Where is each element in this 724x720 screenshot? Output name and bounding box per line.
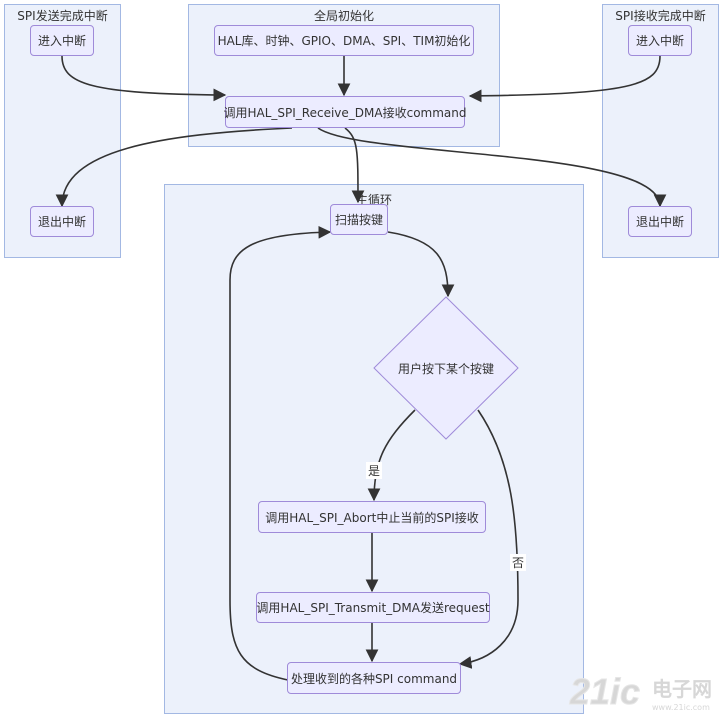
node-abort-spi: 调用HAL_SPI_Abort中止当前的SPI接收: [258, 501, 486, 533]
node-tx-enter-interrupt: 进入中断: [30, 25, 94, 56]
node-scan-keys: 扫描按键: [330, 204, 388, 235]
edge-rx-enter-to-receive: [468, 55, 661, 103]
watermark-21ic-logo: 21ic 电子网 www.21ic.com: [569, 671, 713, 713]
node-init-hal: HAL库、时钟、GPIO、DMA、SPI、TIM初始化: [214, 25, 474, 56]
edge-process-loop-back-to-scan: [229, 225, 332, 681]
node-decision-diamond: [373, 296, 519, 440]
cluster-title-spi-tx: SPI发送完成中断: [17, 9, 108, 23]
edge-label-no: 否: [510, 554, 527, 571]
edge-decision-no-to-process: [458, 409, 519, 669]
node-decision-label: 用户按下某个按键: [397, 362, 494, 376]
edge-label-yes: 是: [366, 462, 383, 479]
node-tx-exit-interrupt: 退出中断: [30, 206, 94, 237]
node-rx-exit-interrupt: 退出中断: [628, 206, 692, 237]
node-process-command: 处理收到的各种SPI command: [287, 662, 461, 694]
cluster-title-loop: 主循环: [355, 193, 392, 207]
svg-text:21ic: 21ic: [569, 671, 640, 712]
svg-text:电子网: 电子网: [652, 677, 712, 701]
edge-receive-to-scan: [344, 127, 365, 204]
node-rx-enter-interrupt: 进入中断: [628, 25, 692, 56]
edge-receive-to-rx-exit: [317, 127, 667, 208]
node-receive-dma: 调用HAL_SPI_Receive_DMA接收command: [224, 96, 467, 128]
edge-scan-to-decision: [387, 231, 455, 298]
edge-decision-yes-to-abort: [367, 409, 416, 502]
edge-receive-to-tx-exit: [55, 127, 293, 208]
edge-tx-enter-to-receive: [61, 55, 227, 102]
node-transmit-dma: 调用HAL_SPI_Transmit_DMA发送request: [256, 592, 490, 623]
cluster-title-spi-rx: SPI接收完成中断: [615, 9, 706, 23]
cluster-title-init: 全局初始化: [313, 9, 374, 23]
svg-text:www.21ic.com: www.21ic.com: [652, 703, 710, 712]
